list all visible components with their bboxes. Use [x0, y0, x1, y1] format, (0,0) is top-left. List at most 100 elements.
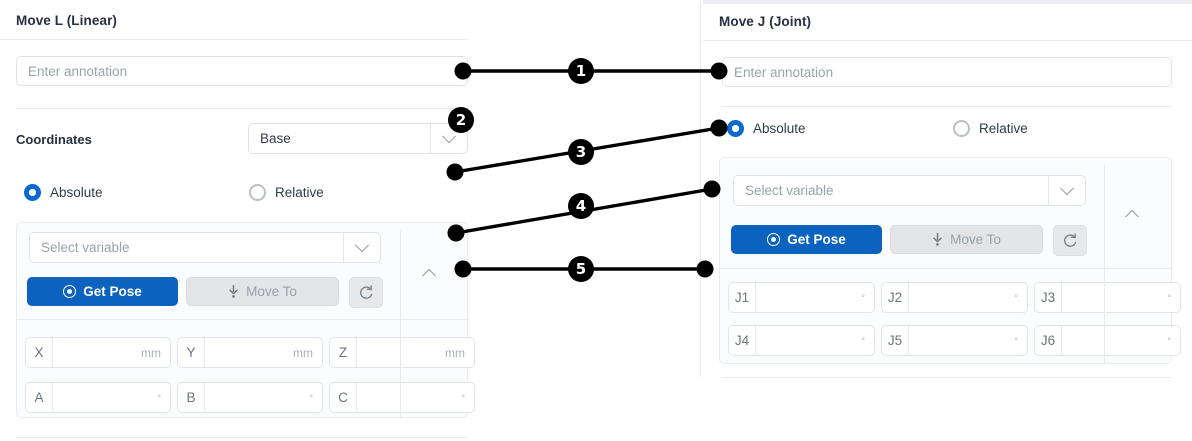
field-j3-label: J3 [1035, 283, 1062, 312]
field-b-unit: ° [309, 392, 313, 403]
move-to-button[interactable]: Move To [186, 277, 339, 306]
target-icon [767, 233, 781, 246]
pose-group: Select variable Get Pose Move To [719, 157, 1181, 364]
header-divider [0, 39, 468, 40]
mode-relative-radio[interactable]: Relative [953, 120, 1028, 137]
radio-relative-indicator [953, 120, 970, 137]
radio-relative-indicator [249, 184, 266, 201]
move-j-panel: Move J (Joint) Enter annotation Absolute… [703, 0, 1192, 441]
get-pose-button[interactable]: Get Pose [731, 225, 882, 254]
variable-select[interactable]: Select variable [29, 232, 381, 263]
field-j5-label: J5 [882, 326, 909, 355]
annotation-input[interactable]: Enter annotation [16, 56, 468, 86]
refresh-button[interactable] [349, 277, 383, 308]
radio-absolute-indicator [24, 184, 41, 201]
move-down-icon [933, 233, 942, 246]
annotation-divider [16, 108, 468, 109]
move-l-title: Move L (Linear) [16, 13, 118, 28]
mode-absolute-label: Absolute [753, 121, 806, 136]
chevron-up-icon [421, 268, 437, 283]
field-a[interactable]: A ° [25, 382, 171, 413]
field-j4-unit: ° [861, 335, 865, 346]
field-j6-unit: ° [1167, 335, 1171, 346]
field-a-unit: ° [157, 392, 161, 403]
field-c-unit: ° [461, 392, 465, 403]
panel-divider [700, 0, 701, 377]
coordinates-select[interactable]: Base [248, 123, 468, 154]
refresh-icon [1064, 232, 1077, 247]
mode-absolute-radio[interactable]: Absolute [24, 184, 103, 201]
annotation-placeholder: Enter annotation [28, 63, 128, 79]
move-to-label: Move To [246, 284, 297, 299]
pose-group-column-divider [400, 231, 401, 417]
field-j6-label: J6 [1035, 326, 1062, 355]
move-to-button[interactable]: Move To [890, 225, 1043, 254]
field-j4[interactable]: J4 ° [728, 325, 875, 356]
field-j3-unit: ° [1167, 292, 1171, 303]
mode-relative-label: Relative [979, 121, 1028, 136]
collapse-toggle[interactable] [1124, 206, 1140, 224]
field-b-label: B [178, 383, 205, 412]
get-pose-button[interactable]: Get Pose [27, 277, 178, 306]
panel-bottom-divider [722, 377, 1172, 378]
refresh-button[interactable] [1053, 225, 1087, 256]
variable-select-value: Select variable [41, 240, 130, 255]
annotation-input[interactable]: Enter annotation [722, 57, 1172, 87]
field-x[interactable]: X mm [25, 337, 171, 368]
mode-relative-radio[interactable]: Relative [249, 184, 324, 201]
field-j1-unit: ° [861, 292, 865, 303]
field-j1-label: J1 [729, 283, 756, 312]
field-c[interactable]: C ° [329, 382, 475, 413]
refresh-icon [360, 284, 373, 299]
field-z-unit: mm [445, 345, 465, 360]
move-l-panel: Move L (Linear) Enter annotation Coordin… [0, 13, 475, 438]
field-j5[interactable]: J5 ° [881, 325, 1028, 356]
field-c-label: C [330, 383, 357, 412]
move-j-title: Move J (Joint) [719, 14, 812, 29]
chevron-down-icon[interactable] [343, 233, 380, 262]
chevron-down-icon[interactable] [430, 124, 467, 153]
field-z[interactable]: Z mm [329, 337, 475, 368]
field-y-unit: mm [293, 345, 313, 360]
coordinates-label: Coordinates [16, 132, 92, 147]
annotation-divider [722, 106, 1172, 107]
pose-group: Select variable Get Pose Move To [16, 222, 475, 418]
field-j1[interactable]: J1 ° [728, 282, 875, 313]
mode-relative-label: Relative [275, 185, 324, 200]
get-pose-label: Get Pose [787, 232, 846, 247]
field-j2[interactable]: J2 ° [881, 282, 1028, 313]
field-b[interactable]: B ° [177, 382, 323, 413]
panel-top-strip [703, 0, 1192, 4]
field-z-label: Z [330, 338, 357, 367]
field-j2-unit: ° [1014, 292, 1018, 303]
panel-bottom-divider [16, 437, 468, 438]
radio-absolute-indicator [727, 120, 744, 137]
mode-absolute-radio[interactable]: Absolute [727, 120, 806, 137]
field-j4-label: J4 [729, 326, 756, 355]
field-j6[interactable]: J6 ° [1034, 325, 1181, 356]
get-pose-label: Get Pose [83, 284, 142, 299]
chevron-up-icon [1124, 209, 1140, 224]
target-icon [63, 285, 77, 298]
pose-group-divider [720, 268, 1173, 269]
variable-select[interactable]: Select variable [733, 175, 1086, 206]
move-down-icon [229, 285, 238, 298]
pose-group-divider [17, 319, 469, 320]
field-j2-label: J2 [882, 283, 909, 312]
pose-group-column-divider [1104, 165, 1105, 363]
coordinates-select-value: Base [260, 131, 291, 146]
collapse-toggle[interactable] [421, 265, 437, 283]
field-x-label: X [26, 338, 53, 367]
field-a-label: A [26, 383, 53, 412]
mode-absolute-label: Absolute [50, 185, 103, 200]
move-to-label: Move To [950, 232, 1001, 247]
field-j3[interactable]: J3 ° [1034, 282, 1181, 313]
field-y[interactable]: Y mm [177, 337, 323, 368]
annotation-placeholder: Enter annotation [734, 64, 834, 80]
variable-select-value: Select variable [745, 183, 834, 198]
chevron-down-icon[interactable] [1048, 176, 1085, 205]
field-y-label: Y [178, 338, 205, 367]
field-x-unit: mm [141, 345, 161, 360]
field-j5-unit: ° [1014, 335, 1018, 346]
